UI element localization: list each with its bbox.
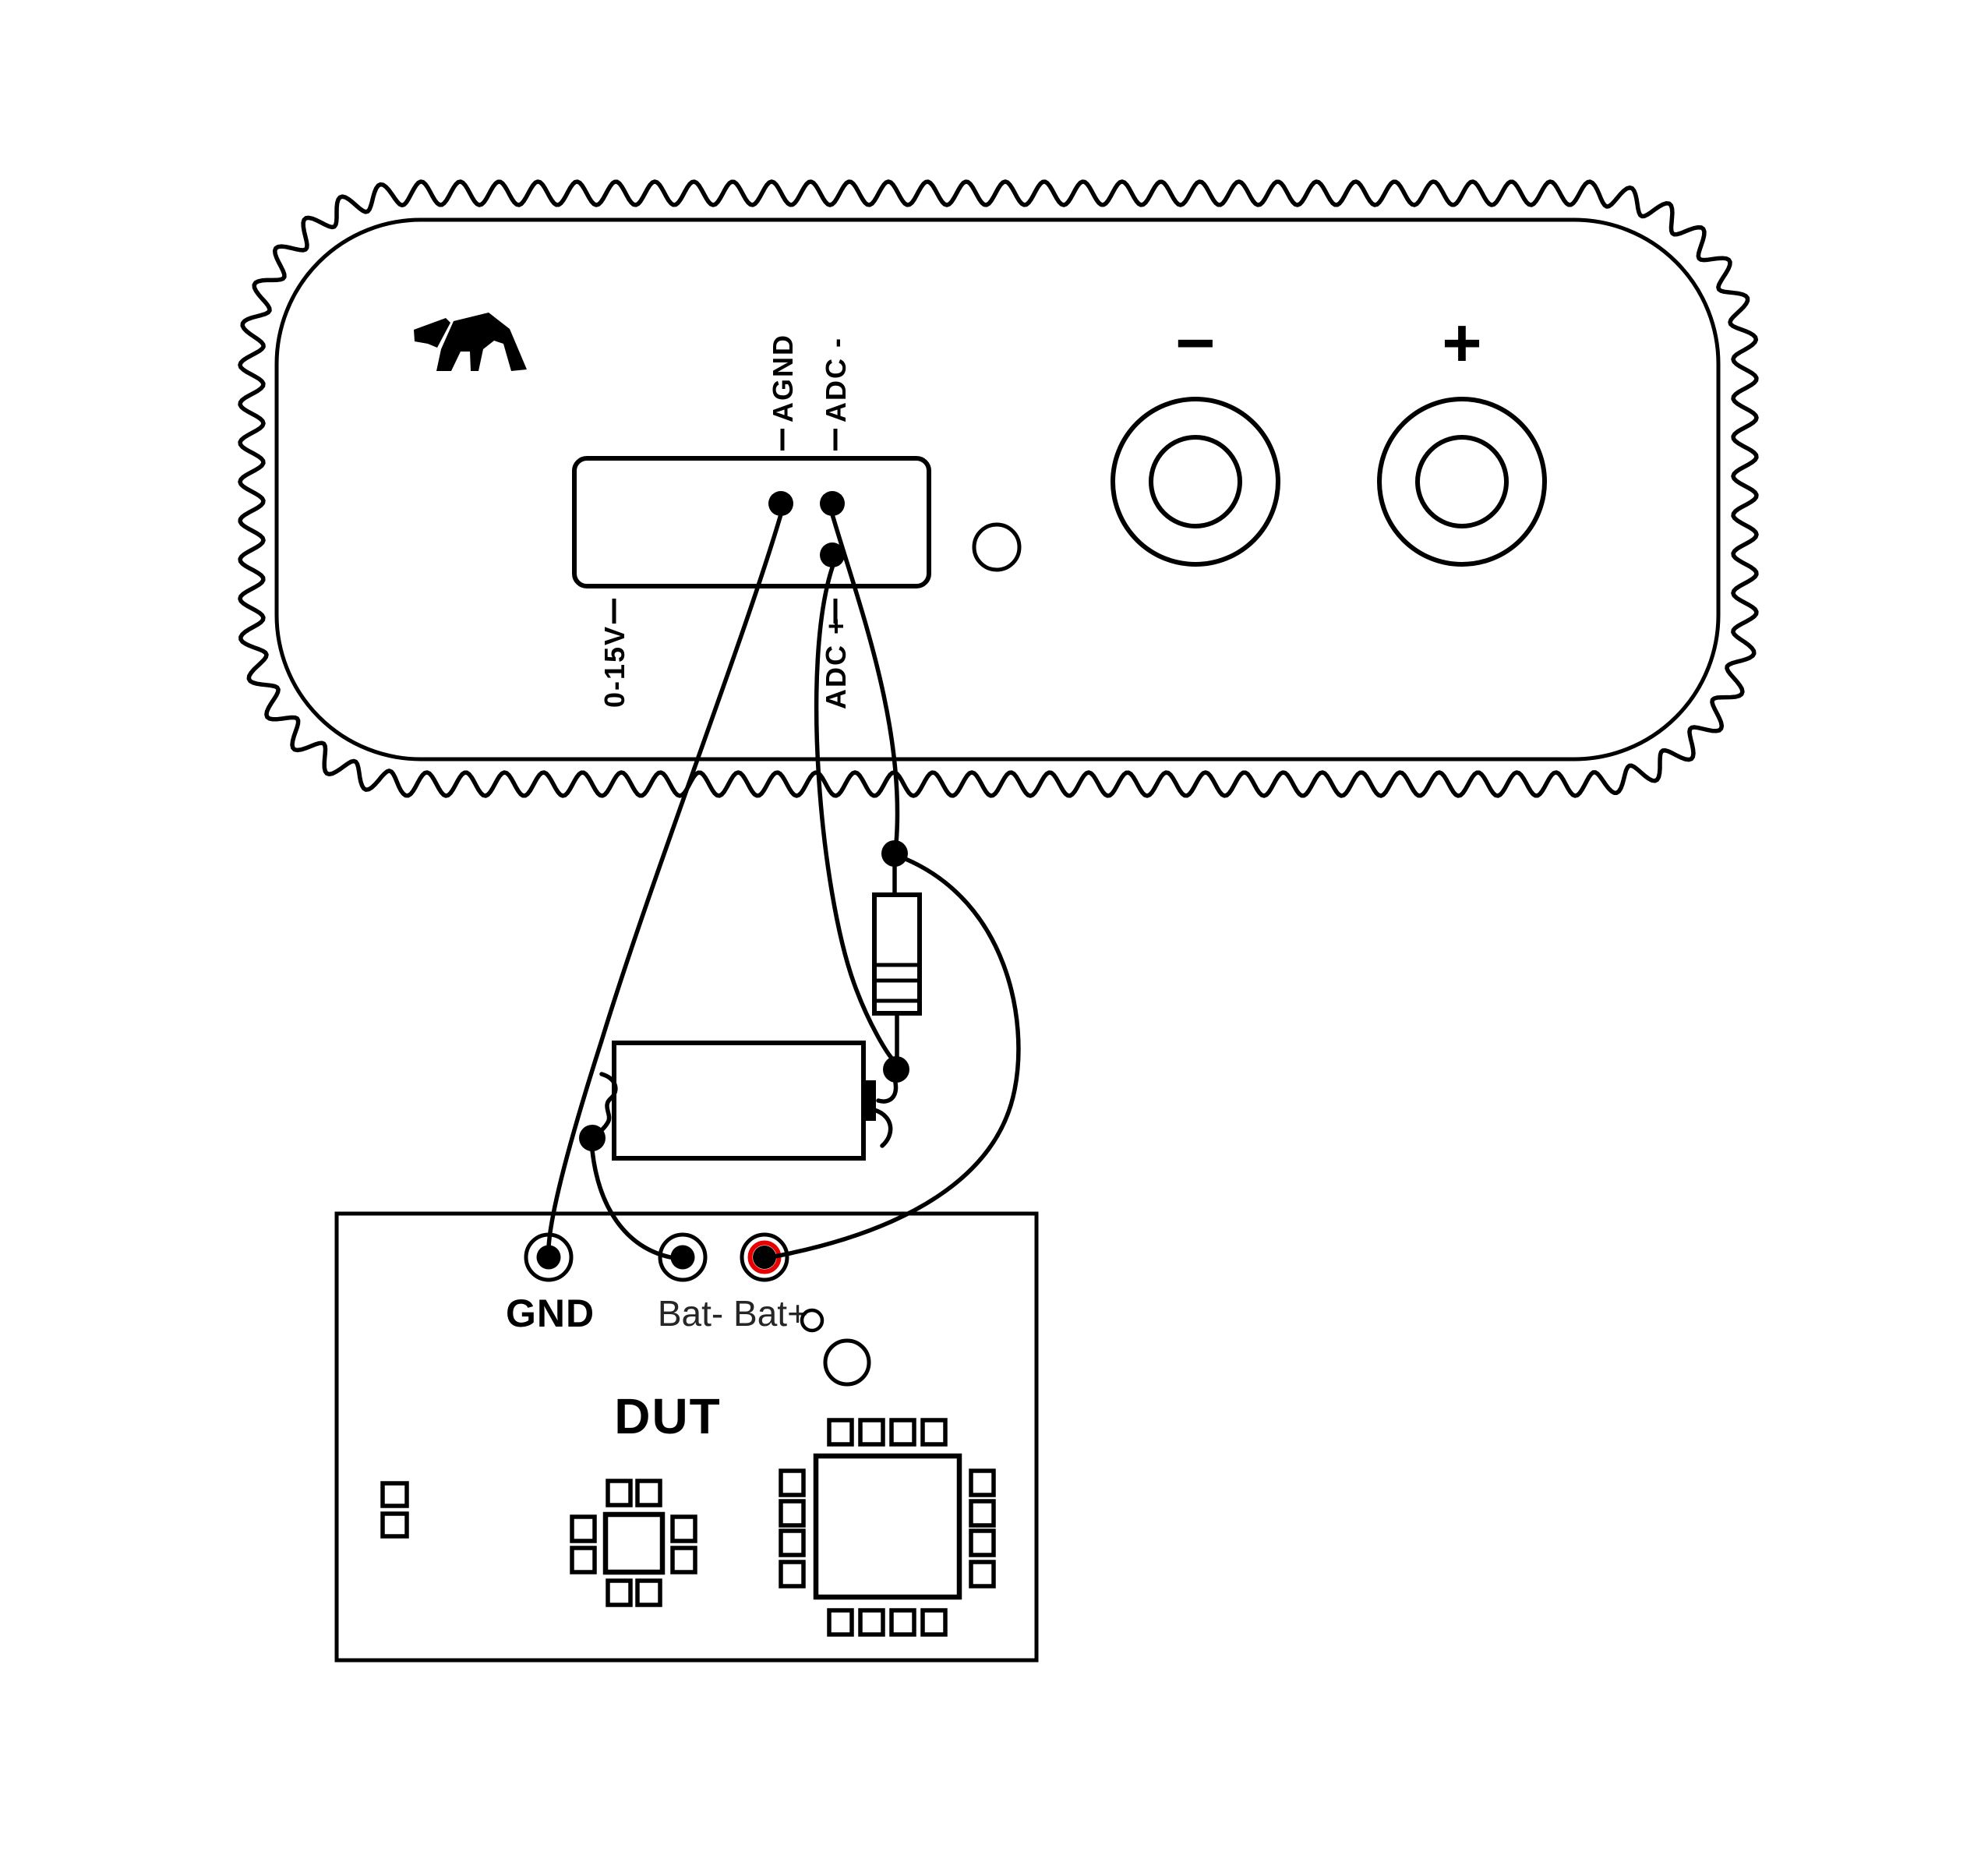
bat-plus-terminal-dot	[753, 1246, 776, 1269]
crimped-border	[238, 179, 1759, 798]
range-label: 0-15V	[599, 625, 630, 708]
gnd-terminal-dot	[536, 1245, 561, 1270]
bat-plus-terminal-label: Bat+	[733, 1293, 808, 1334]
two-pad-footprint	[380, 1481, 409, 1539]
polar-bear-icon	[414, 313, 527, 371]
battery-body	[612, 1041, 866, 1161]
connection-dots	[536, 491, 909, 1270]
dut-board: GND Bat- Bat+ DUT	[334, 1211, 1039, 1663]
wire-adc-plus-to-resistor-bottom	[814, 565, 897, 1064]
dut-title: DUT	[614, 1388, 722, 1444]
resistor-bands	[874, 963, 920, 1003]
ic-footprint-large	[779, 1418, 996, 1637]
ic-footprint-small	[570, 1479, 697, 1607]
agnd-pin-dot	[768, 491, 793, 516]
battery-terminal-tab	[862, 1080, 876, 1121]
bat-minus-terminal-dot	[670, 1245, 695, 1270]
expansion-port: AGND ADC - 0-15V ADC +	[572, 334, 931, 709]
wire-battery-node-to-bat-minus	[590, 1148, 673, 1260]
mounting-hole-large	[823, 1338, 871, 1387]
bat-minus-terminal-label: Bat-	[658, 1293, 723, 1334]
adc-minus-label: ADC -	[820, 337, 852, 422]
agnd-label: AGND	[767, 334, 799, 422]
dut-board-outline	[334, 1211, 1039, 1663]
banana-jack-positive	[1377, 397, 1547, 567]
battery-right-lead	[876, 1080, 899, 1104]
adc-minus-pin-dot	[820, 491, 845, 516]
instrument-panel: AGND ADC - 0-15V ADC + − +	[238, 179, 1759, 798]
indicator-hole	[972, 522, 1022, 572]
wire-agnd-to-gnd	[546, 512, 783, 1249]
negative-jack-label: −	[1175, 304, 1215, 381]
wire-resistor-top-to-bat-plus	[772, 857, 1021, 1259]
battery-minus-junction-dot	[579, 1125, 606, 1151]
adc-plus-pin-dot	[820, 542, 845, 567]
device-outline	[274, 217, 1721, 762]
resistor-bottom-junction-dot	[883, 1056, 909, 1083]
series-resistor	[872, 865, 922, 1060]
battery	[593, 1041, 899, 1161]
gnd-terminal-label: GND	[506, 1292, 595, 1335]
positive-jack-label: +	[1442, 304, 1481, 381]
mounting-hole-small	[800, 1308, 825, 1333]
adc-plus-label: ADC +	[820, 617, 852, 709]
resistor-top-junction-dot	[881, 840, 908, 867]
banana-jack-negative	[1111, 397, 1280, 567]
battery-right-lead-tail	[872, 1108, 893, 1148]
expansion-port-block	[572, 456, 931, 588]
